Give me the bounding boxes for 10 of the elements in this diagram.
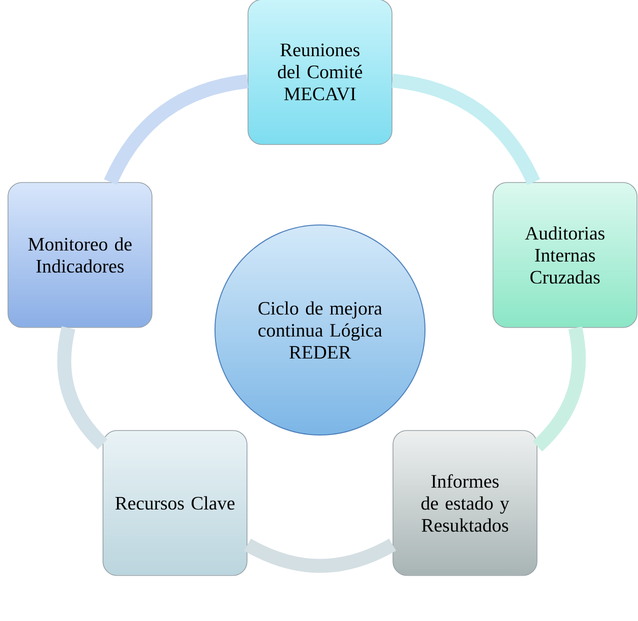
process-box: Recursos Clave — [102, 430, 248, 576]
ring-segment — [391, 74, 540, 186]
ring-segment — [532, 326, 586, 452]
process-box: Auditorias Internas Cruzadas — [492, 182, 638, 328]
process-box: Reuniones del Comité MECAVI — [248, 0, 392, 145]
process-box: Monitoreo de Indicadores — [8, 182, 152, 328]
ring-segment — [244, 538, 396, 573]
process-box: Informes de estado y Resuktados — [392, 430, 538, 576]
ring-segment — [57, 326, 108, 450]
ring-segment — [104, 74, 249, 186]
